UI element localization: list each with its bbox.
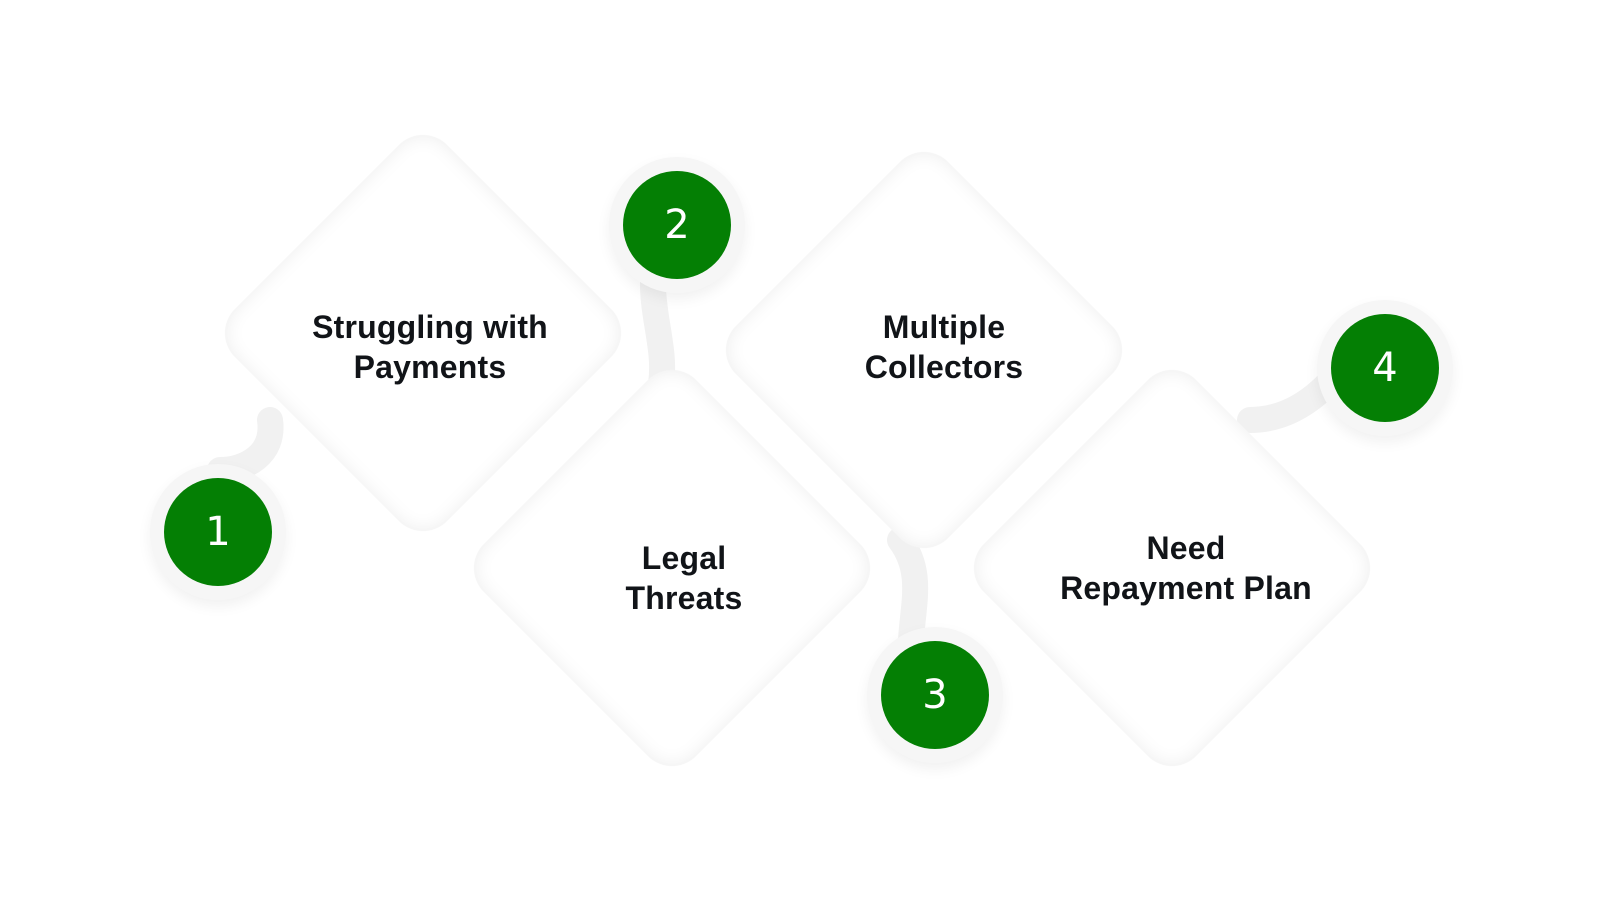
step-label-1: Struggling with Payments	[280, 307, 580, 387]
connector-4	[1237, 357, 1353, 433]
step-2-label-line1: Legal	[641, 540, 727, 576]
step-4-label-line2: Repayment Plan	[1060, 570, 1312, 606]
step-number-2: 2	[623, 171, 731, 279]
step-1-label-line2: Payments	[353, 349, 507, 385]
step-1-label-line1: Struggling with	[312, 309, 548, 345]
step-label-4: Need Repayment Plan	[1036, 528, 1336, 608]
step-card-2	[473, 369, 871, 767]
step-3-label-line2: Collectors	[864, 349, 1024, 385]
step-number-3: 3	[881, 641, 989, 749]
step-card-4	[973, 369, 1371, 767]
step-3-label-line1: Multiple	[882, 309, 1006, 345]
step-2-label-line2: Threats	[625, 580, 743, 616]
step-number-1: 1	[164, 478, 272, 586]
step-label-3: Multiple Collectors	[794, 307, 1094, 387]
step-card-3	[725, 151, 1123, 549]
step-number-4: 4	[1331, 314, 1439, 422]
step-card-1	[224, 134, 622, 532]
step-label-2: Legal Threats	[534, 538, 834, 618]
step-4-label-line1: Need	[1146, 530, 1226, 566]
connector-1	[207, 407, 284, 483]
